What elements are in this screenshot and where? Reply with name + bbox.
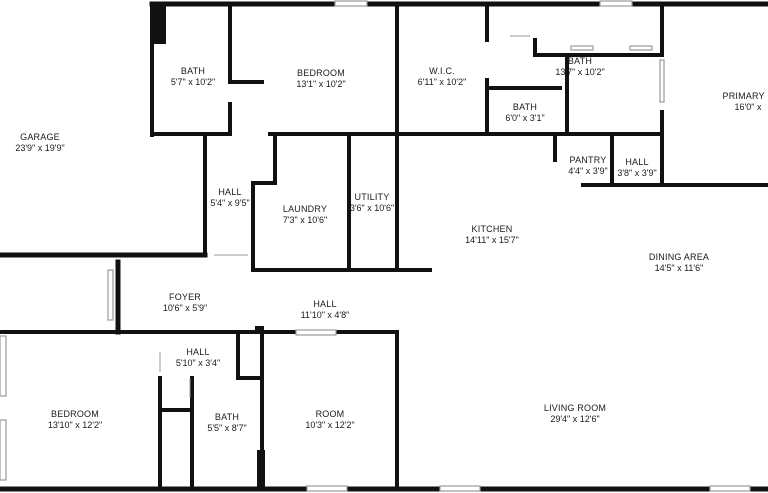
room-bath-1: BATH 5'7" x 10'2" (171, 66, 215, 88)
room-dining-area: DINING AREA 14'5" x 11'6" (649, 252, 709, 274)
room-name: KITCHEN (471, 224, 513, 234)
room-laundry: LAUNDRY 7'3" x 10'6" (283, 204, 327, 226)
room-dimensions: 16'0" x (734, 102, 762, 112)
room-name: DINING AREA (648, 252, 710, 262)
room-dimensions: 6'11" x 10'2" (417, 77, 467, 87)
room-living-room: LIVING ROOM 29'4" x 12'6" (544, 403, 606, 425)
room-name: HALL (625, 157, 649, 167)
room-dimensions: 11'10" x 4'8" (300, 310, 350, 320)
room-name: ROOM (315, 409, 345, 419)
room-room: ROOM 10'3" x 12'2" (305, 409, 354, 431)
room-dimensions: 7'3" x 10'6" (282, 215, 328, 225)
thick-wall-accents (152, 4, 265, 489)
room-dimensions: 29'4" x 12'6" (550, 414, 600, 424)
room-bath-3: BATH 6'0" x 3'1" (505, 102, 544, 124)
room-primary-bedroom: PRIMARY B 16'0" x (723, 91, 768, 113)
room-name: UTILITY (354, 192, 390, 202)
door-gaps (159, 35, 530, 398)
room-dimensions: 23'9" x 19'9" (15, 143, 65, 153)
room-kitchen: KITCHEN 14'11" x 15'7" (465, 224, 519, 246)
room-dimensions: 5'7" x 10'2" (170, 77, 216, 87)
room-dimensions: 14'5" x 11'6" (654, 263, 704, 273)
room-utility: UTILITY 3'6" x 10'6" (350, 192, 394, 214)
room-name: BATH (512, 102, 538, 112)
room-dimensions: 10'6" x 5'9" (162, 303, 208, 313)
room-hall-pantry: HALL 3'8" x 3'9" (617, 157, 656, 179)
room-dimensions: 5'4" x 9'5" (210, 198, 250, 208)
room-name: PRIMARY B (722, 91, 768, 101)
room-name: PANTRY (569, 155, 607, 165)
room-name: HALL (186, 347, 210, 357)
room-name: FOYER (168, 292, 202, 302)
room-hall-main: HALL 11'10" x 4'8" (301, 299, 350, 321)
room-dimensions: 13'10" x 12'2" (47, 420, 103, 430)
room-dimensions: 6'0" x 3'1" (505, 113, 545, 123)
windows (0, 0, 751, 492)
room-name: LIVING ROOM (543, 403, 607, 413)
room-dimensions: 13'7" x 10'2" (555, 67, 605, 77)
room-name: BATH (567, 56, 593, 66)
room-bedroom-2: BEDROOM 13'10" x 12'2" (48, 409, 102, 431)
room-bedroom-1: BEDROOM 13'1" x 10'2" (296, 68, 345, 90)
room-name: BEDROOM (51, 409, 99, 419)
room-wic: W.I.C. 6'11" x 10'2" (418, 66, 467, 88)
room-name: HALL (218, 187, 242, 197)
room-foyer: FOYER 10'6" x 5'9" (163, 292, 207, 314)
room-name: HALL (313, 299, 337, 309)
room-garage: GARAGE 23'9" x 19'9" (15, 132, 64, 154)
room-dimensions: 10'3" x 12'2" (305, 420, 355, 430)
room-dimensions: 5'10" x 3'4" (175, 358, 221, 368)
room-name: GARAGE (20, 132, 60, 142)
room-dimensions: 13'1" x 10'2" (296, 79, 346, 89)
room-name: BATH (214, 412, 240, 422)
room-dimensions: 5'5" x 8'7" (207, 423, 247, 433)
room-hall-laundry: HALL 5'4" x 9'5" (210, 187, 249, 209)
room-pantry: PANTRY 4'4" x 3'9" (568, 155, 607, 177)
room-dimensions: 3'6" x 10'6" (349, 203, 395, 213)
room-dimensions: 14'11" x 15'7" (465, 235, 519, 245)
room-name: W.I.C. (429, 66, 455, 76)
room-bath-2: BATH 13'7" x 10'2" (555, 56, 604, 78)
room-bath-4: BATH 5'5" x 8'7" (207, 412, 246, 434)
room-name: LAUNDRY (282, 204, 328, 214)
room-dimensions: 4'4" x 3'9" (568, 166, 608, 176)
room-dimensions: 3'8" x 3'9" (617, 168, 657, 178)
room-hall-small: HALL 5'10" x 3'4" (176, 347, 220, 369)
room-name: BATH (180, 66, 206, 76)
room-name: BEDROOM (297, 68, 345, 78)
